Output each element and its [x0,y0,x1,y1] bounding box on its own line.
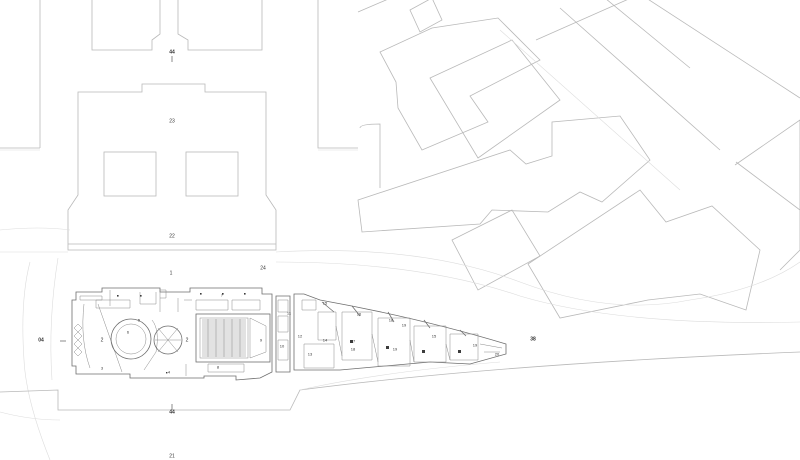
room-number-label: 9 [259,337,263,343]
room-number-label: 19 [401,322,407,328]
north-building-outline [0,0,358,151]
road-lines [0,227,800,460]
room-number-label: 12 [297,333,303,339]
room-number-label: 19 [472,342,478,348]
room-number-label: 4 [167,369,171,375]
room-number-label: 10 [279,343,285,349]
room-number-label: 19 [392,346,398,352]
section-cut-markers [60,56,173,410]
room-number-label: 3 [100,365,104,371]
room-number-label: 1 [169,270,173,277]
room-number-label: 6 [126,329,130,335]
auditorium-seating [202,319,246,357]
room-number-label: 15 [322,300,328,306]
room-number-label: 8 [216,364,220,370]
main-building-plan [71,287,291,381]
room-number-label: 11 [286,310,292,316]
room-number-label: 13 [307,351,313,357]
room-number-label: 18 [388,317,394,323]
section-cut-label-top: 44 [169,49,175,56]
room-number-label: 16 [356,311,362,317]
wedge-extension-plan [293,293,507,371]
room-number-label: 15 [431,333,437,339]
room-number-label: 2 [100,337,104,344]
room-number-label: 7 [220,292,224,298]
courtyard-building-outline [67,83,277,251]
room-number-label: 22 [169,233,175,240]
section-cut-label-left: 04 [38,337,44,344]
room-number-label: 14 [322,337,328,343]
room-number-label: 17 [350,338,356,344]
neighbor-blocks-outline [357,0,800,319]
section-cut-label-right: 38 [530,336,536,343]
room-number-label: 21 [169,453,175,460]
room-number-label: 20 [494,351,500,357]
section-cut-label-bottom: 44 [169,409,175,416]
room-number-label: 2 [185,337,189,344]
room-number-label: 5 [137,317,141,323]
room-number-label: 23 [169,118,175,125]
room-number-label: 24 [260,265,266,272]
room-number-label: 18 [350,346,356,352]
